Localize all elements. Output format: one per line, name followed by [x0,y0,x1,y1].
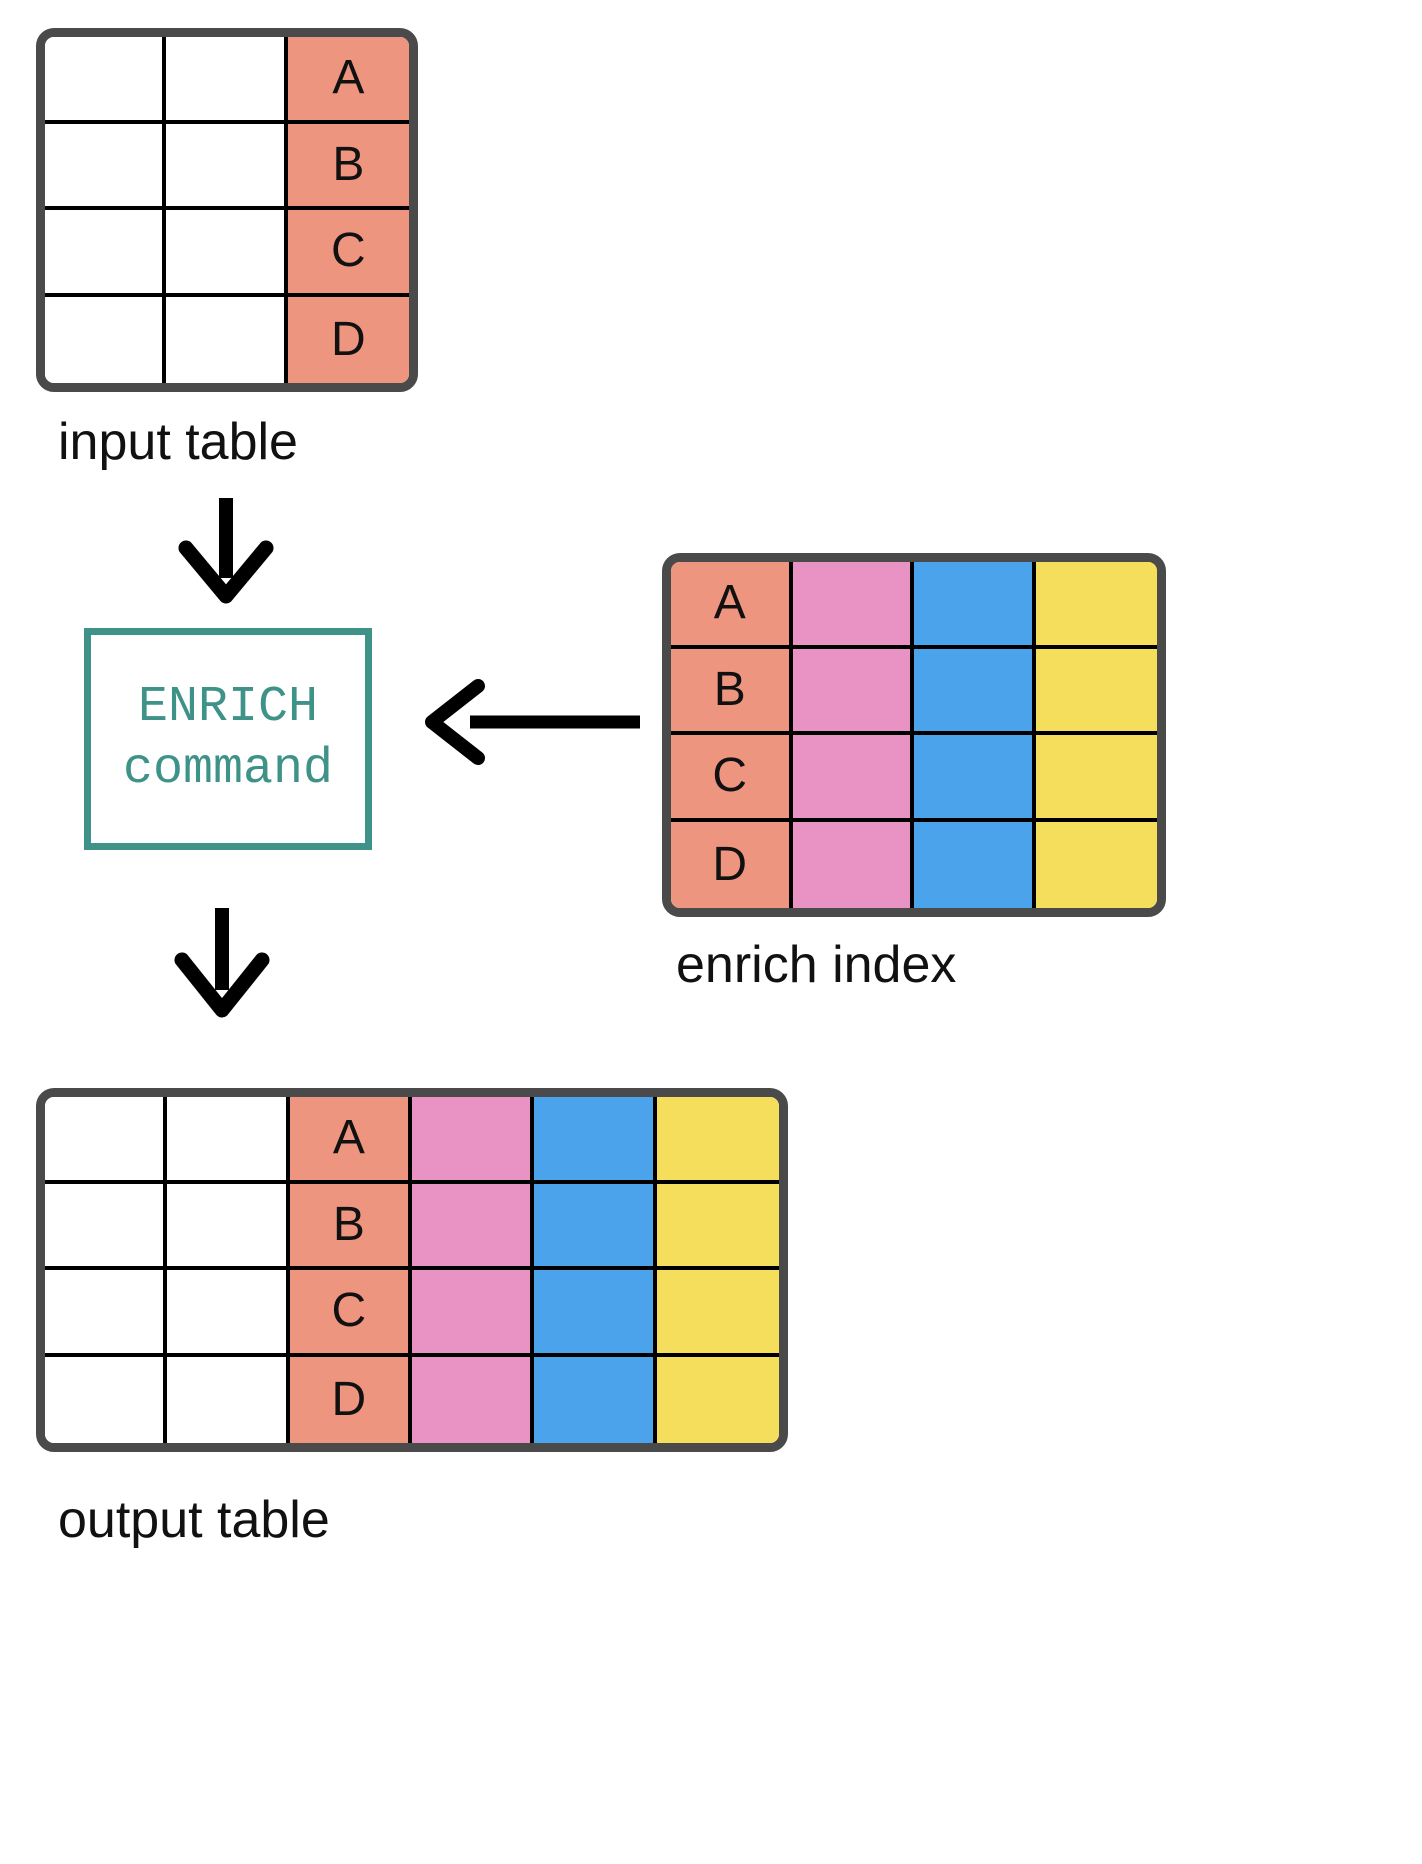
output-table-cell-r4-c1 [45,1356,168,1443]
output-table-cell-r2-c2 [167,1183,290,1270]
output-table-cell-r4-c4 [412,1356,535,1443]
output-table-cell-r1-c5 [534,1097,657,1184]
output-table-cell-r1-c1 [45,1097,168,1184]
enrich-index-cell-r3-c1: C [671,735,793,822]
output-table-cell-r1-c4 [412,1097,535,1184]
arrow-index-to-command [425,679,640,765]
output-table-cell-r3-c1 [45,1270,168,1357]
enrich-index-cell-r1-c2 [792,562,914,649]
output-table-cell-r2-c4 [412,1183,535,1270]
enrich-index-cell-r3-c4 [1035,735,1157,822]
input-table-cell-r1-c1 [45,37,167,124]
output-table-cell-r3-c4 [412,1270,535,1357]
output-table-cell-r1-c2 [167,1097,290,1184]
output-table-cell-r1-c3: A [289,1097,412,1184]
enrich-index-cell-r4-c1: D [671,821,793,908]
enrich-index-cell-r1-c4 [1035,562,1157,649]
output-table-cell-r3-c3: C [289,1270,412,1357]
output-table-cell-r2-c5 [534,1183,657,1270]
input-table-cell-r4-c1 [45,296,167,383]
input-table-cell-r1-c2 [166,37,288,124]
output-table-cell-r3-c6 [656,1270,779,1357]
output-table-caption: output table [58,1491,330,1549]
enrich-index-cell-r2-c4 [1035,648,1157,735]
output-table-cell-r3-c2 [167,1270,290,1357]
arrow-command-to-output [174,908,270,1018]
enrich-command-box[interactable]: ENRICH command [84,628,372,850]
output-table-cell-r2-c6 [656,1183,779,1270]
input-table-caption: input table [58,413,298,471]
input-table-cell-r2-c2 [166,123,288,210]
input-table-cell-r1-c3: A [287,37,409,124]
enrich-index-cell-r2-c2 [792,648,914,735]
enrich-index-cell-r2-c1: B [671,648,793,735]
enrich-index-cell-r1-c1: A [671,562,793,649]
enrich-index-cell-r3-c2 [792,735,914,822]
output-table-cell-r2-c1 [45,1183,168,1270]
output-table-cell-r4-c2 [167,1356,290,1443]
enrich-command-line-1: ENRICH [137,678,319,736]
input-table-cell-r2-c1 [45,123,167,210]
enrich-index-cell-r2-c3 [914,648,1036,735]
enrich-index-cell-r4-c3 [914,821,1036,908]
enrich-command-line-2: command [122,741,334,798]
input-table-cell-r3-c3: C [287,210,409,297]
output-table-cell-r4-c3: D [289,1356,412,1443]
input-table-cell-r3-c1 [45,210,167,297]
arrow-input-to-command [178,498,274,604]
enrich-index-cell-r4-c4 [1035,821,1157,908]
output-table-cell-r2-c3: B [289,1183,412,1270]
enrich-index-caption: enrich index [676,936,957,994]
input-table-cell-r2-c3: B [287,123,409,210]
output-table-cell-r4-c5 [534,1356,657,1443]
input-table-cell-r3-c2 [166,210,288,297]
enrich-index-cell-r1-c3 [914,562,1036,649]
enrich-index-cell-r3-c3 [914,735,1036,822]
output-table-cell-r3-c5 [534,1270,657,1357]
input-table-cell-r4-c2 [166,296,288,383]
enrich-index-cell-r4-c2 [792,821,914,908]
input-table-cell-r4-c3: D [287,296,409,383]
output-table-cell-r1-c6 [656,1097,779,1184]
output-table-cell-r4-c6 [656,1356,779,1443]
